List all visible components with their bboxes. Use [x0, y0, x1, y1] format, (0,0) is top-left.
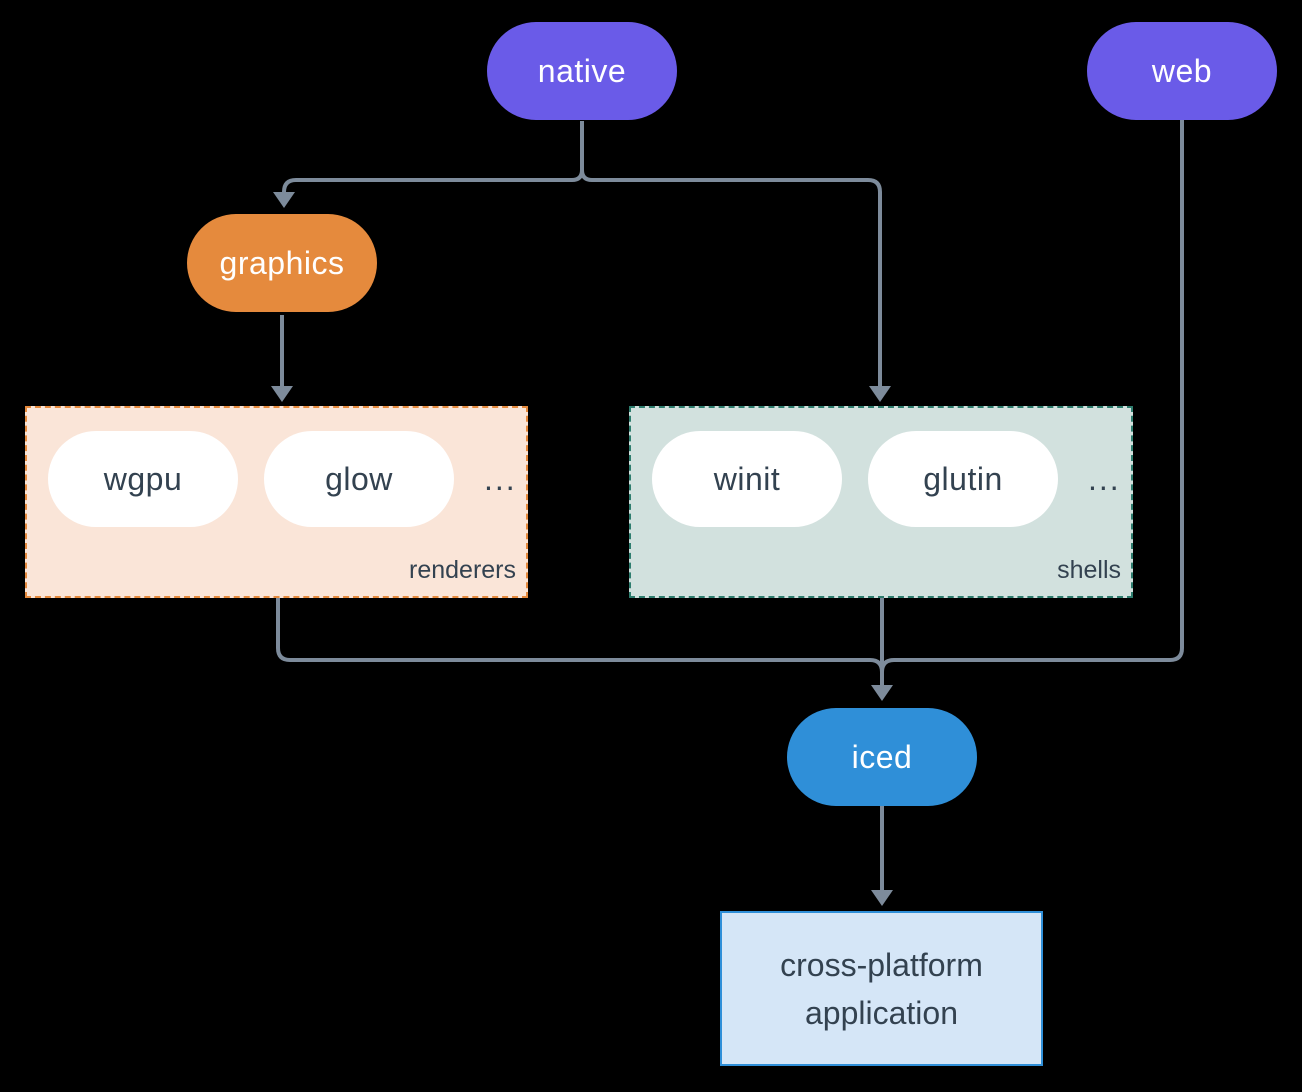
- arrowhead-into-application: [871, 890, 893, 906]
- node-glutin: glutin: [868, 431, 1058, 527]
- renderers-group-box: wgpu glow ... renderers: [25, 406, 528, 598]
- shells-group-box: winit glutin ... shells: [629, 406, 1133, 598]
- connector-native-to-graphics: [282, 121, 584, 193]
- renderers-group-label: renderers: [409, 556, 516, 584]
- arrowhead-into-iced: [871, 685, 893, 701]
- node-wgpu: wgpu: [48, 431, 238, 527]
- shells-group-label: shells: [1057, 556, 1121, 584]
- application-label-line1: cross-platform: [780, 946, 983, 983]
- arrowhead-into-renderers: [271, 386, 293, 402]
- node-native: native: [487, 22, 677, 120]
- node-winit: winit: [652, 431, 842, 527]
- shells-ellipsis: ...: [1088, 460, 1121, 497]
- renderers-ellipsis: ...: [484, 460, 517, 497]
- renderers-pill-row: wgpu glow ...: [48, 431, 517, 527]
- node-web: web: [1087, 22, 1277, 120]
- node-cross-platform-application: cross-platform application: [720, 911, 1043, 1066]
- connector-renderers-to-iced: [276, 597, 884, 673]
- node-iced: iced: [787, 708, 977, 806]
- node-graphics: graphics: [187, 214, 377, 312]
- shells-pill-row: winit glutin ...: [652, 431, 1121, 527]
- application-label-line2: application: [805, 994, 958, 1031]
- node-glow: glow: [264, 431, 454, 527]
- arrowhead-into-graphics: [273, 192, 295, 208]
- arrowhead-into-shells: [869, 386, 891, 402]
- connector-native-to-shells: [580, 121, 882, 386]
